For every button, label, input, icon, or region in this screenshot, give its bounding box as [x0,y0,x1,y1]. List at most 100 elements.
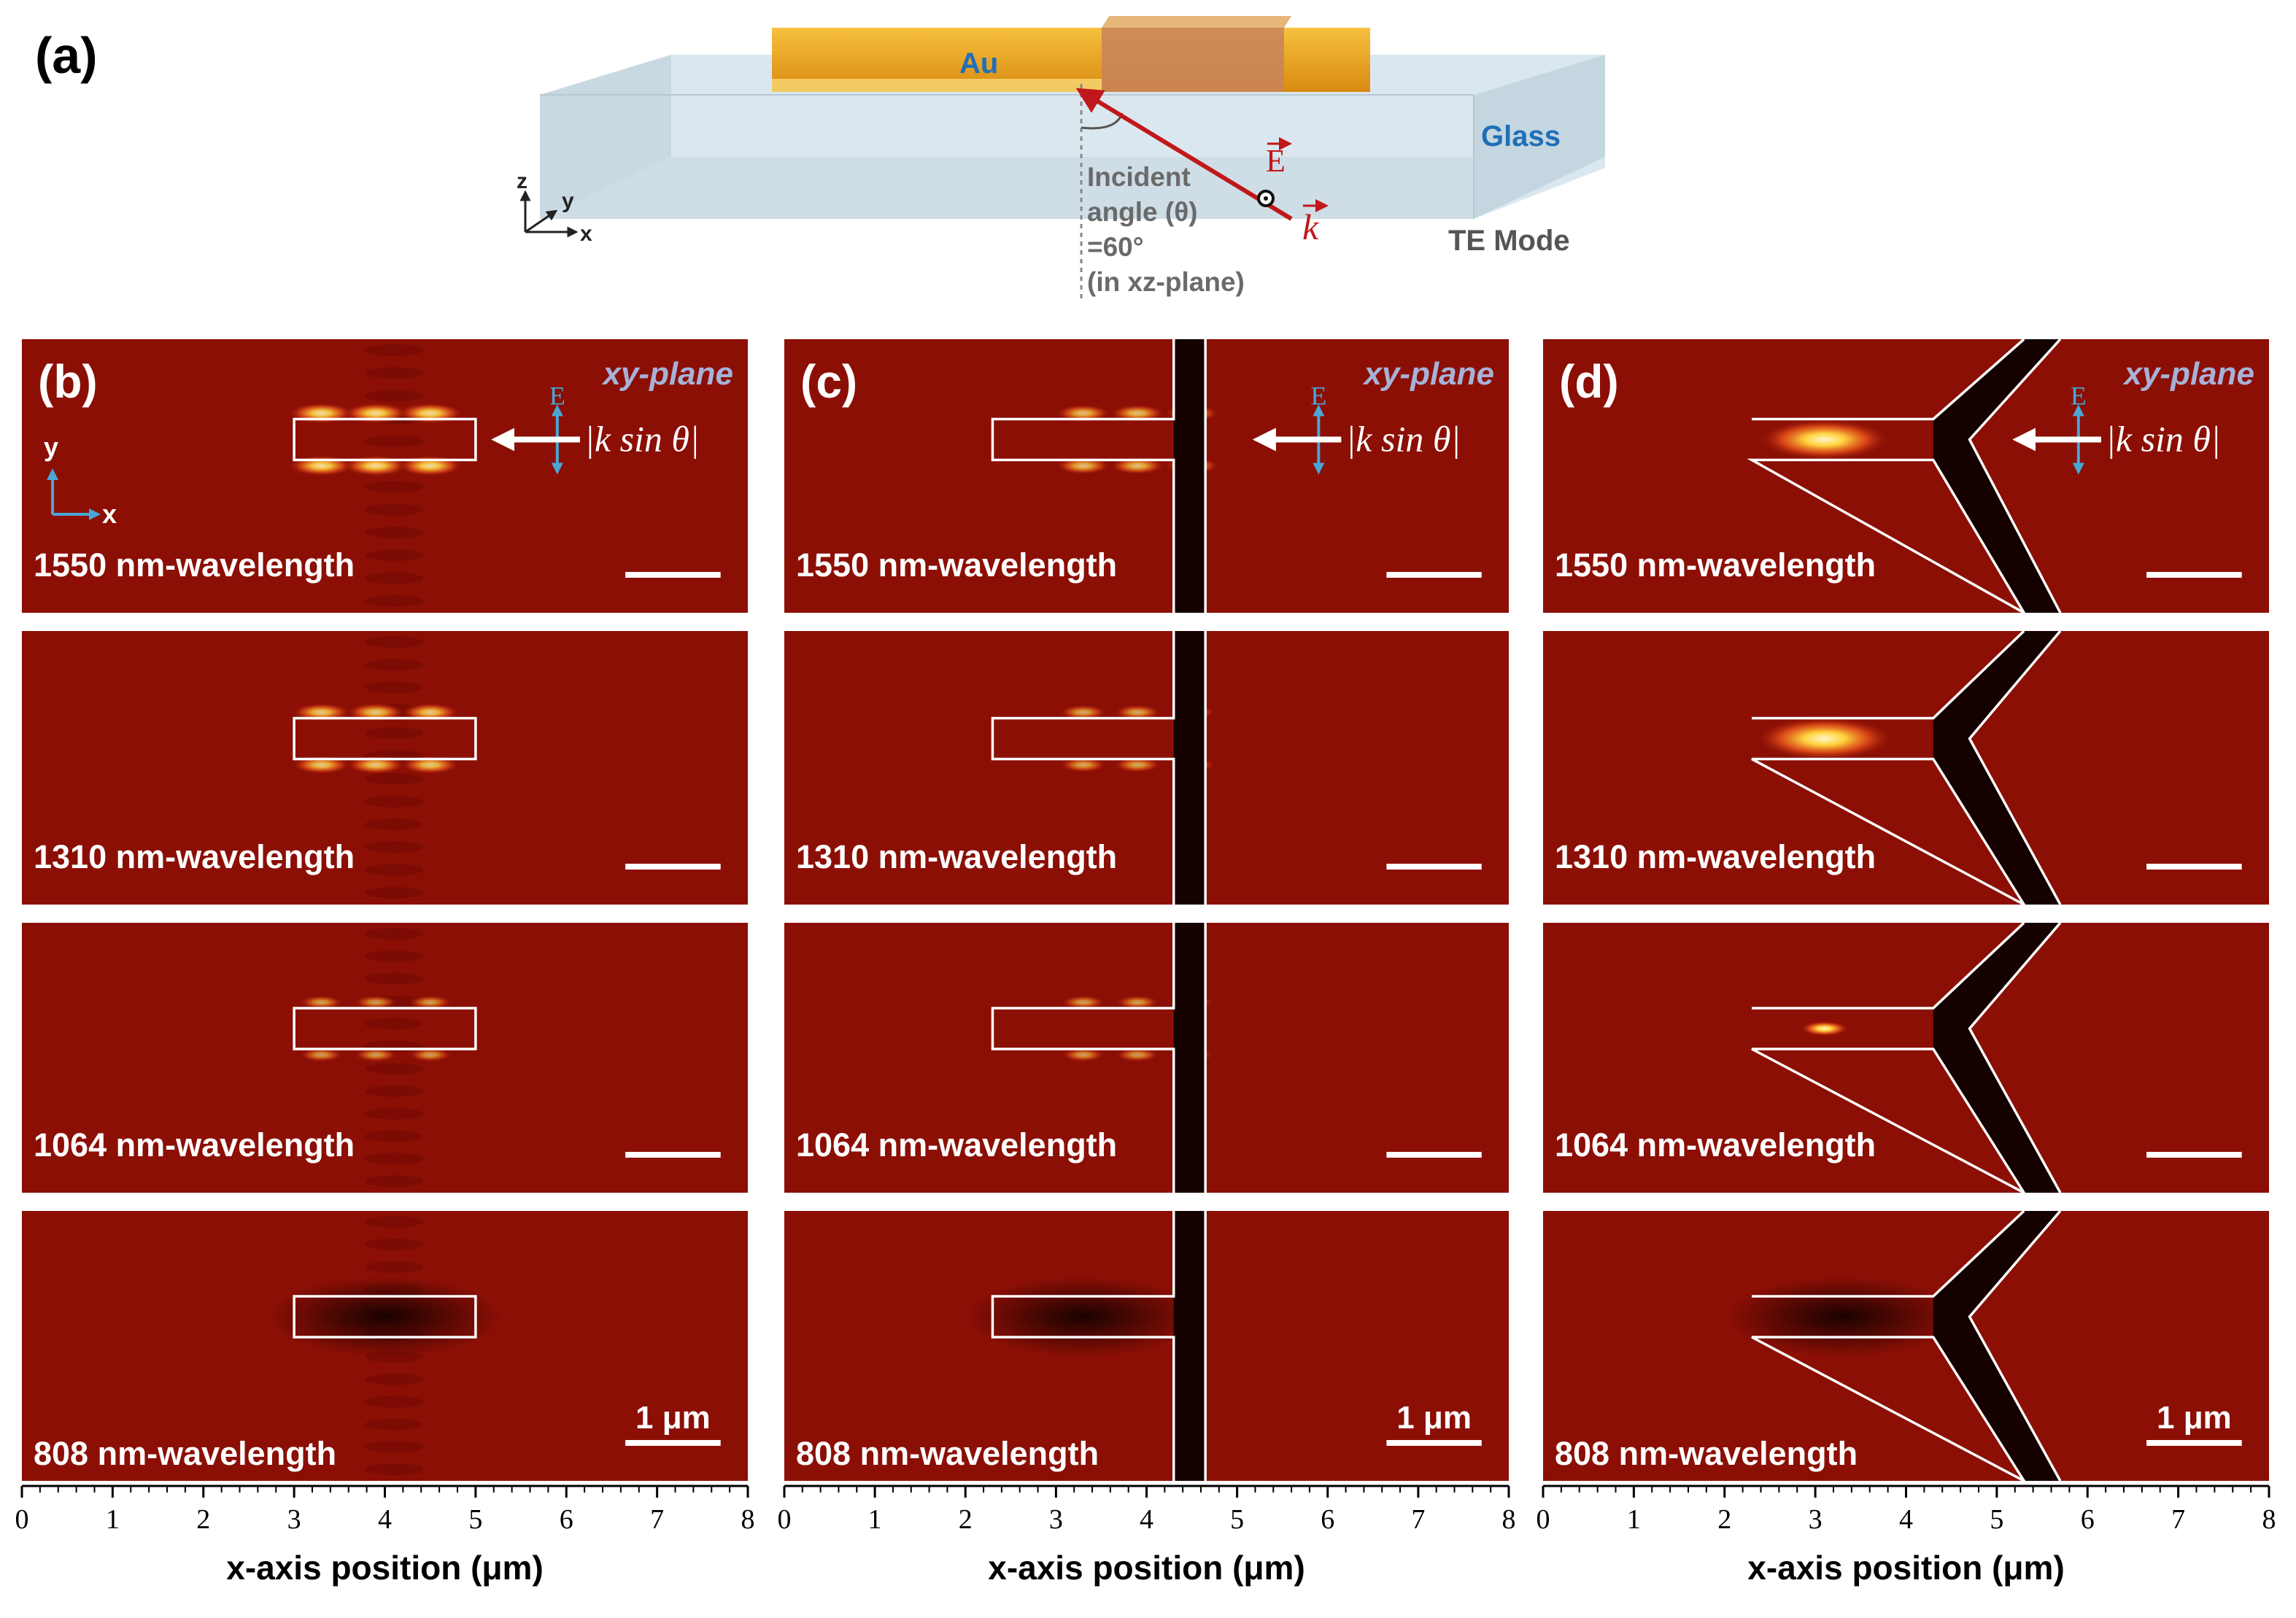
e-label: E [549,382,565,411]
wavelength-label: 1550 nm-wavelength [796,546,1117,584]
axis-y-label: y [562,189,574,213]
nanostructure-outline [991,339,1207,613]
x-tick-label: 5 [1230,1504,1244,1535]
axis-triad-a [519,190,579,238]
x-tick-label: 6 [2081,1504,2095,1535]
x-tick-label: 7 [2171,1504,2185,1535]
x-tick-label: 3 [1049,1504,1063,1535]
x-axis-title: x-axis position (μm) [988,1549,1305,1587]
incident-line-3: =60° [1087,232,1144,262]
x-tick-label: 0 [15,1504,29,1535]
nanostructure-outline [991,1211,1207,1481]
scale-bar-label: 1 μm [635,1400,711,1436]
au-bar [772,16,1370,92]
nanostructure-outline [1751,921,2062,1196]
x-tick-label: 3 [1809,1504,1823,1535]
e-field-label: E [1266,143,1286,179]
x-tick-label: 5 [1990,1504,2003,1535]
plane-label: xy-plane [2122,356,2254,392]
k-sin-theta-label: |k sin θ| [1346,419,1461,460]
field-map-b-2: 1064 nm-wavelength [22,923,748,1193]
panel-label: (d) [1559,355,1619,408]
panel-label: (c) [800,355,857,408]
nanostructure-outline [1747,338,2062,616]
field-map-c-2: 1064 nm-wavelength [784,923,1509,1193]
x-tick-label: 0 [1537,1504,1550,1535]
x-tick-label: 5 [468,1504,482,1535]
plane-label: xy-plane [1362,356,1494,392]
field-map-d-1: 1310 nm-wavelength [1543,630,2269,908]
e-label: E [2071,382,2087,411]
axis-y-label: y [44,432,58,462]
wavelength-label: 808 nm-wavelength [796,1435,1099,1472]
panel-label: (b) [38,355,98,408]
x-tick-label: 4 [378,1504,392,1535]
wavelength-label: 1064 nm-wavelength [796,1126,1117,1164]
field-map-b-3: 808 nm-wavelength 1 μm [22,1211,748,1481]
axis-x-label: x [102,499,117,529]
nanostructure-outline [293,1295,477,1339]
x-tick-label: 1 [868,1504,882,1535]
x-axis-title: x-axis position (μm) [1747,1549,2065,1587]
e-label: E [1310,382,1326,411]
wavelength-label: 1310 nm-wavelength [1555,838,1876,875]
x-axis-title: x-axis position (μm) [226,1549,544,1587]
wavelength-label: 1064 nm-wavelength [1555,1126,1876,1164]
incident-line-1: Incident [1087,162,1191,192]
field-map-d-2: 1064 nm-wavelength [1543,921,2269,1196]
scale-bar-label: 1 μm [1396,1400,1472,1436]
nanostructure-outline [1751,630,2062,908]
axis-x-label: x [580,222,592,246]
wavelength-label: 1310 nm-wavelength [34,838,355,875]
x-tick-label: 2 [1717,1504,1731,1535]
x-tick-label: 1 [1627,1504,1641,1535]
field-map-d-3: 808 nm-wavelength 1 μm [1543,1209,2269,1485]
glass-slab [540,55,1605,219]
k-label: k [1302,206,1319,247]
panel-a: (a) Glass Au E k Incident [35,16,1605,299]
k-sin-theta-label: |k sin θ| [584,419,700,460]
field-map-c-1: 1310 nm-wavelength [784,631,1509,905]
wavelength-label: 1064 nm-wavelength [34,1126,355,1164]
nanostructure-outline [991,923,1207,1193]
x-tick-label: 1 [106,1504,120,1535]
x-tick-label: 4 [1140,1504,1153,1535]
x-tick-label: 4 [1899,1504,1913,1535]
x-tick-label: 7 [650,1504,664,1535]
x-tick-label: 8 [1502,1504,1516,1535]
k-sin-theta-label: |k sin θ| [2106,419,2221,460]
nanostructure-outline [293,1007,477,1050]
field-map-c-3: 808 nm-wavelength 1 μm [784,1211,1509,1481]
x-tick-label: 7 [1411,1504,1425,1535]
nanostructure-outline [293,417,477,462]
au-label: Au [959,47,998,80]
x-tick-label: 8 [741,1504,755,1535]
x-tick-label: 2 [959,1504,973,1535]
x-tick-label: 0 [778,1504,792,1535]
glass-label: Glass [1481,120,1561,152]
x-tick-label: 6 [1321,1504,1334,1535]
plane-label: xy-plane [601,356,733,392]
nanostructure-outline [1751,1209,2062,1485]
field-map-b-1: 1310 nm-wavelength [22,631,748,905]
axis-z-label: z [517,169,527,193]
x-tick-label: 8 [2262,1504,2276,1535]
nanostructure-outline [293,716,477,761]
wavelength-label: 808 nm-wavelength [1555,1435,1858,1472]
nanostructure-outline [991,631,1207,905]
x-tick-label: 6 [560,1504,573,1535]
te-mode-label: TE Mode [1448,225,1570,257]
scale-bar-label: 1 μm [2157,1400,2232,1436]
x-tick-label: 3 [287,1504,301,1535]
incident-line-2: angle (θ) [1087,197,1198,227]
incident-line-4: (in xz-plane) [1087,267,1245,297]
wavelength-label: 1550 nm-wavelength [1555,546,1876,584]
wavelength-label: 808 nm-wavelength [34,1435,336,1472]
wavelength-label: 1310 nm-wavelength [796,838,1117,875]
wavelength-label: 1550 nm-wavelength [34,546,355,584]
